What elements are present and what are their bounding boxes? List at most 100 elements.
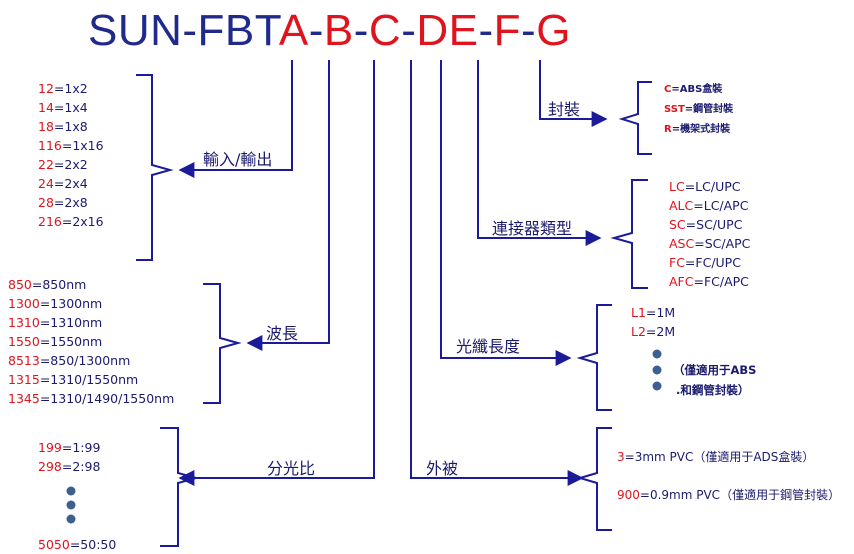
brace-connector [610, 179, 648, 289]
ratio-list: 199=1:99 298=2:98 [38, 438, 100, 476]
item-value: =2x2 [53, 157, 88, 172]
item-code: LC [669, 179, 685, 194]
item-value: =1x4 [53, 100, 88, 115]
length-note-line2: .和鋼管封裝） [676, 383, 750, 397]
item-code: 900 [617, 488, 640, 502]
line-io [178, 60, 293, 178]
label-io: 輸入/輸出 [203, 150, 273, 169]
line-ratio [178, 60, 375, 486]
item-value: =1550nm [39, 334, 103, 349]
list-item: 216=2x16 [38, 212, 104, 231]
item-value: =SC/UPC [685, 217, 743, 232]
list-item: 14=1x4 [38, 98, 104, 117]
label-package: 封裝 [548, 100, 581, 119]
item-code: FC [669, 255, 685, 270]
item-value: =1x8 [53, 119, 88, 134]
item-code: 5050 [38, 537, 70, 552]
item-value: =1M [645, 305, 676, 320]
brace-length [576, 304, 612, 411]
title-dash: - [353, 6, 369, 55]
item-code: R [664, 124, 672, 135]
ellipsis-dot [652, 381, 662, 391]
list-item: AFC=FC/APC [669, 272, 750, 291]
line-jacket [410, 60, 584, 486]
package-list: C=ABS盒裝 SST=鋼管封裝 R=機架式封裝 [664, 80, 733, 140]
item-value: =1x2 [53, 81, 88, 96]
connector-list: LC=LC/UPC ALC=LC/APC SC=SC/UPC ASC=SC/AP… [669, 177, 750, 291]
line-wavelength [246, 60, 330, 351]
item-code: 24 [38, 176, 54, 191]
item-value: =ABS盒裝 [671, 84, 723, 95]
title-prefix: SUN-FBT [88, 6, 279, 55]
item-value: =FC/UPC [684, 255, 741, 270]
list-item: 298=2:98 [38, 457, 100, 476]
wavelength-list: 850=850nm 1300=1300nm 1310=1310nm 1550=1… [8, 275, 174, 408]
item-code: 8513 [8, 353, 40, 368]
item-value: =3mm PVC（僅適用于ADS盒裝） [624, 450, 815, 464]
item-code: AFC [669, 274, 694, 289]
item-code: 14 [38, 100, 54, 115]
item-code: 116 [38, 138, 62, 153]
label-ratio: 分光比 [267, 459, 316, 478]
list-item: 24=2x4 [38, 174, 104, 193]
item-code: 22 [38, 157, 54, 172]
label-wavelength: 波長 [266, 324, 299, 343]
list-item: SC=SC/UPC [669, 215, 750, 234]
list-item: 1550=1550nm [8, 332, 174, 351]
list-item: 116=1x16 [38, 136, 104, 155]
jacket-item-3: 3=3mm PVC（僅適用于ADS盒裝） [617, 448, 814, 465]
brace-package [618, 81, 652, 155]
list-item: 1315=1310/1550nm [8, 370, 174, 389]
list-item: 8513=850/1300nm [8, 351, 174, 370]
item-value: =LC/APC [693, 198, 749, 213]
title-dash: - [521, 6, 537, 55]
item-code: SST [664, 104, 685, 115]
title-seg-de: DE [416, 6, 479, 55]
line-package [539, 60, 608, 127]
list-item: 18=1x8 [38, 117, 104, 136]
title-seg-g: G [536, 6, 571, 55]
ellipsis-dot [66, 514, 76, 524]
title-seg-a: A [278, 6, 309, 55]
item-code: 3 [617, 450, 625, 464]
item-code: 1550 [8, 334, 40, 349]
title-seg-c: C [368, 6, 402, 55]
item-code: 1300 [8, 296, 40, 311]
item-value: =2:98 [61, 459, 101, 474]
list-item: C=ABS盒裝 [664, 80, 733, 100]
item-code: C [664, 84, 672, 95]
line-connector [477, 60, 602, 246]
item-value: =50:50 [69, 537, 117, 552]
title-dash: - [478, 6, 494, 55]
list-item: 22=2x2 [38, 155, 104, 174]
item-value: =1310nm [39, 315, 103, 330]
list-item: L1=1M [631, 303, 675, 322]
brace-wavelength [203, 283, 242, 404]
part-number-title: SUN-FBTA-B-C-DE-F-G [88, 6, 571, 56]
ratio-last-item: 5050=50:50 [38, 535, 116, 554]
item-code: 1315 [8, 372, 40, 387]
item-code: 850 [8, 277, 32, 292]
brace-jacket [576, 427, 612, 531]
list-item: FC=FC/UPC [669, 253, 750, 272]
item-value: =LC/UPC [684, 179, 741, 194]
ellipsis-dot [66, 500, 76, 510]
item-value: =2x4 [53, 176, 88, 191]
item-value: =850/1300nm [39, 353, 131, 368]
io-list: 12=1x2 14=1x4 18=1x8 116=1x16 22=2x2 24=… [38, 79, 104, 231]
item-code: 28 [38, 195, 54, 210]
item-value: =2M [645, 324, 676, 339]
list-item: ASC=SC/APC [669, 234, 750, 253]
item-value: =1x16 [61, 138, 104, 153]
item-code: SC [669, 217, 686, 232]
ellipsis-dot [66, 486, 76, 496]
jacket-item-900: 900=0.9mm PVC（僅適用于鋼管封裝） [617, 486, 840, 503]
brace-io [136, 74, 174, 261]
ellipsis-dot [652, 349, 662, 359]
item-code: 1310 [8, 315, 40, 330]
length-list: L1=1M L2=2M [631, 303, 675, 341]
item-value: =1:99 [61, 440, 101, 455]
list-item: SST=鋼管封裝 [664, 100, 733, 120]
item-code: 216 [38, 214, 62, 229]
